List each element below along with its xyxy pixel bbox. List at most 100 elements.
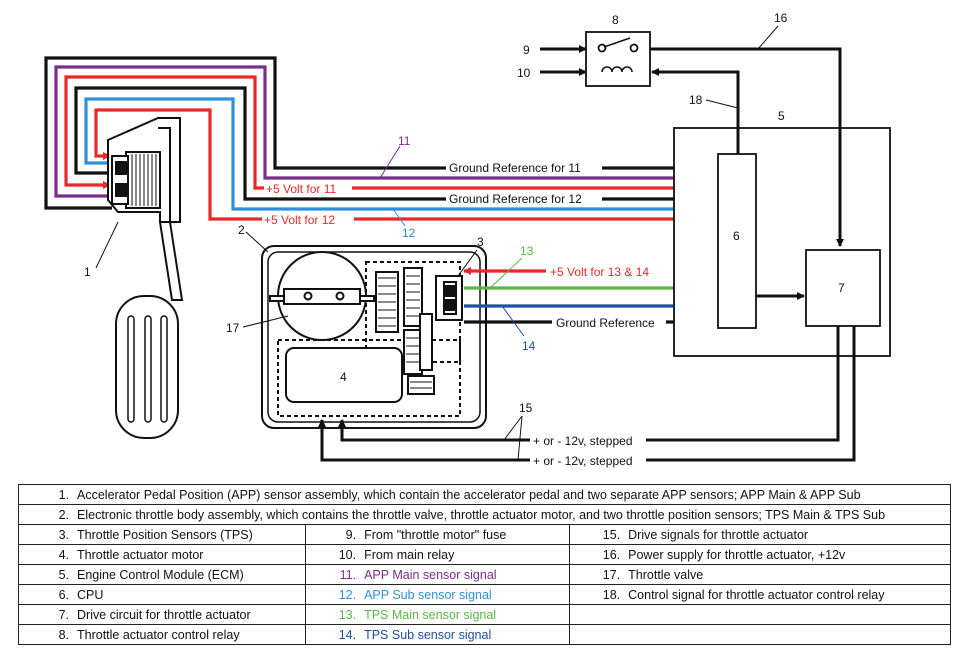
legend-cell: 17. Throttle valve (569, 564, 951, 585)
legend-row: 6.CPU 12. APP Sub sensor signal 18. Control … (17, 584, 951, 605)
legend-text: TPS Sub sensor signal (364, 627, 492, 642)
drive-signal-labels: + or - 12v, stepped + or - 12v, stepped (530, 433, 646, 468)
legend-cell: 9. From "throttle motor" fuse (305, 524, 571, 545)
throttle-body-assembly (261, 245, 487, 429)
ecm-module (673, 127, 891, 357)
legend-text: TPS Main sensor signal (364, 607, 497, 622)
callout-16: 16 (774, 11, 788, 25)
legend-cell: 16. Power supply for throttle actuator, +… (569, 544, 951, 565)
relay-wires (540, 45, 844, 247)
callout-line-14 (501, 305, 525, 337)
legend-row: 8. Throttle actuator control relay 14. TPS … (17, 624, 951, 645)
legend-text: Throttle valve (628, 567, 704, 582)
callout-line-16 (757, 25, 779, 50)
legend-cell: 4. Throttle actuator motor (17, 544, 307, 565)
control-relay (585, 31, 651, 87)
legend-num: 17. (602, 567, 621, 582)
legend-cell: 12. APP Sub sensor signal (305, 584, 571, 605)
legend-num: 3. (58, 527, 69, 542)
legend-row: 2. Electronic throttle body assembly, whi… (18, 504, 951, 525)
callout-4: 4 (340, 370, 347, 384)
legend-num: 6. (58, 587, 69, 602)
legend-text: Electronic throttle body assembly, which… (77, 507, 886, 522)
legend-num: 10. (338, 547, 357, 562)
legend-num: 13. (338, 607, 357, 622)
callout-line-3 (457, 249, 478, 277)
legend-cell: 11.APP Main sensor signal (305, 564, 571, 585)
legend-text: APP Sub sensor signal (364, 587, 492, 602)
callout-line-15a (503, 415, 523, 441)
legend-cell: 6.CPU (17, 584, 307, 605)
callout-3: 3 (477, 235, 484, 249)
legend-text: APP Main sensor signal (364, 567, 497, 582)
legend-num: 14. (338, 627, 357, 642)
legend-cell: 3. Throttle Position Sensors (TPS) (17, 524, 307, 545)
legend-row: 3. Throttle Position Sensors (TPS) 9. From … (17, 524, 951, 545)
legend-cell: 2. Electronic throttle body assembly, whi… (18, 504, 951, 525)
label-ground-tps: Ground Reference (556, 316, 655, 330)
callout-line-18 (705, 99, 739, 109)
callout-8: 8 (612, 13, 619, 27)
legend-text: Engine Control Module (ECM) (77, 567, 244, 582)
label-5v-12: +5 Volt for 12 (264, 213, 335, 227)
callout-line-12 (392, 208, 406, 227)
legend-num: 12. (338, 587, 357, 602)
legend-cell: 13. TPS Main sensor signal (305, 604, 571, 625)
label-5v-13-14: +5 Volt for 13 & 14 (550, 265, 649, 279)
label-drive-b: + or - 12v, stepped (533, 454, 633, 468)
legend-cell: 1. Accelerator Pedal Position (APP) senso… (18, 484, 951, 505)
callout-13: 13 (520, 244, 534, 258)
legend-text: Throttle actuator motor (77, 547, 204, 562)
callout-line-13 (489, 257, 523, 289)
callout-5: 5 (778, 109, 785, 123)
callout-line-2 (245, 231, 269, 253)
callout-7: 7 (838, 281, 845, 295)
callout-line-15b (517, 415, 523, 461)
legend-cell (569, 604, 951, 625)
legend-row: 4. Throttle actuator motor 10. From main re… (17, 544, 951, 565)
callout-14: 14 (522, 339, 536, 353)
label-5v-11: +5 Volt for 11 (266, 182, 336, 196)
label-drive-a: + or - 12v, stepped (533, 434, 633, 448)
legend-text: Drive signals for throttle actuator (628, 527, 809, 542)
legend-cell: 10. From main relay (305, 544, 571, 565)
legend-num: 1. (58, 487, 69, 502)
callout-17: 17 (226, 321, 240, 335)
legend-text: Control signal for throttle actuator con… (628, 587, 885, 602)
legend-cell: 15. Drive signals for throttle actuator (569, 524, 951, 545)
legend-cell: 18. Control signal for throttle actuator … (569, 584, 951, 605)
callout-6: 6 (733, 229, 740, 243)
legend-num: 18. (602, 587, 621, 602)
legend-table: 1. Accelerator Pedal Position (APP) senso… (17, 484, 951, 645)
legend-num: 4. (58, 547, 69, 562)
legend-num: 7. (58, 607, 69, 622)
legend-text: Accelerator Pedal Position (APP) sensor … (77, 487, 861, 502)
legend-num: 5. (58, 567, 69, 582)
legend-grid: 3. Throttle Position Sensors (TPS) 9. From … (17, 524, 951, 645)
app-wire-labels: Ground Reference for 11 +5 Volt for 11 G… (262, 159, 602, 227)
legend-cell: 5. Engine Control Module (ECM) (17, 564, 307, 585)
legend-text: Throttle Position Sensors (TPS) (77, 527, 253, 542)
legend-text: From main relay (364, 547, 455, 562)
callout-2: 2 (238, 223, 245, 237)
app-sensor-assembly (107, 117, 184, 439)
callout-15: 15 (519, 401, 533, 415)
legend-text: Throttle actuator control relay (77, 627, 240, 642)
legend-num: 16. (602, 547, 621, 562)
legend-num: 15. (602, 527, 621, 542)
legend-num: 2. (58, 507, 69, 522)
callout-11: 11 (398, 134, 411, 148)
legend-cell (569, 624, 951, 645)
label-ground-11: Ground Reference for 11 (449, 161, 581, 175)
legend-row: 5. Engine Control Module (ECM) 11.APP Main… (17, 564, 951, 585)
callout-10: 10 (517, 66, 531, 80)
legend-cell: 14. TPS Sub sensor signal (305, 624, 571, 645)
tps-wire-labels: +5 Volt for 13 & 14 Ground Reference (546, 264, 674, 330)
legend-text: Power supply for throttle actuator, +12v (628, 547, 846, 562)
legend-cell: 7.Drive circuit for throttle actuator (17, 604, 307, 625)
legend-num: 8. (58, 627, 69, 642)
legend-num: 9. (345, 527, 357, 542)
callout-line-1 (95, 221, 119, 269)
legend-text: From "throttle motor" fuse (364, 527, 507, 542)
